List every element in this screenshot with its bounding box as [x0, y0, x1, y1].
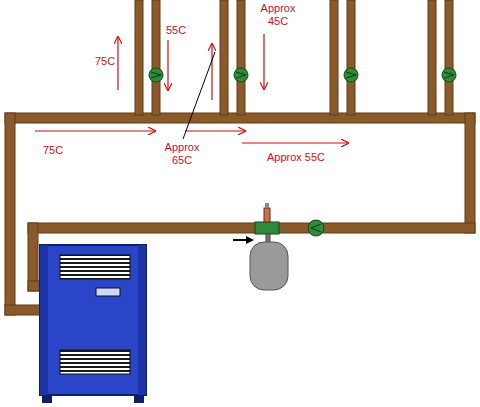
- flow-arrows: [35, 34, 348, 143]
- leader-line: [183, 52, 215, 139]
- zone-pumps: [149, 68, 456, 82]
- temperature-label: 55C: [163, 24, 189, 37]
- temperature-label: Approx 55C: [256, 151, 336, 164]
- circulator-pump: [308, 220, 324, 236]
- temperature-label: 75C: [92, 55, 118, 68]
- valve-body: [255, 222, 279, 234]
- air-vent: [264, 208, 270, 222]
- temperature-label: 75C: [40, 144, 66, 157]
- boiler: [40, 245, 146, 403]
- temperature-label: Approx 65C: [162, 141, 202, 167]
- expansion-vessel: [250, 242, 288, 290]
- temperature-label: Approx 45C: [258, 2, 298, 28]
- pipework: [5, 0, 475, 315]
